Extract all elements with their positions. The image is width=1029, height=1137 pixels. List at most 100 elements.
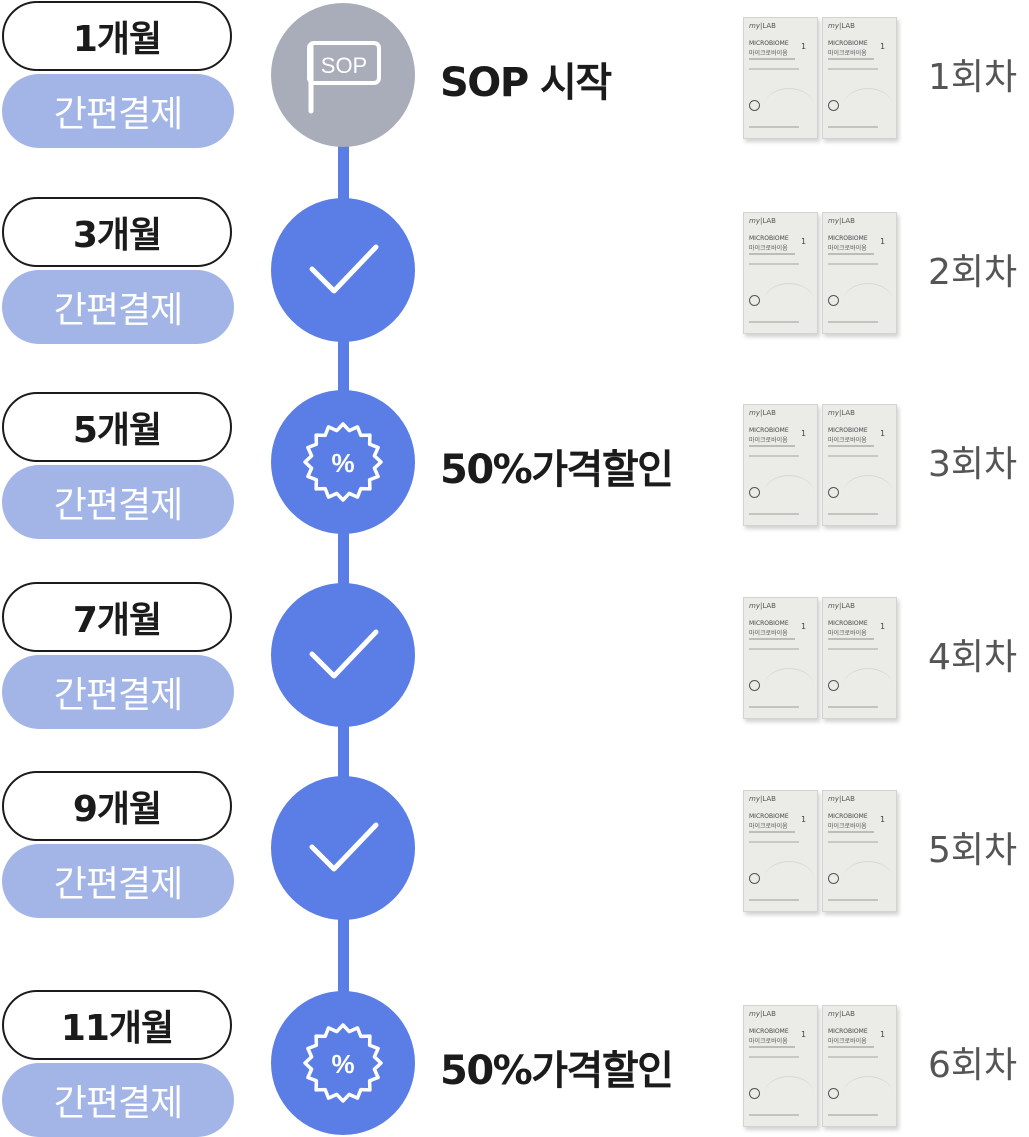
product-fine-print <box>828 831 874 833</box>
product-name-en: MICROBIOME <box>749 40 789 47</box>
product-box: my|LAB MICROBIOME 마이크로바이옴 1 <box>822 404 897 526</box>
product-footer-text <box>749 1114 799 1116</box>
check-icon <box>298 610 388 700</box>
product-name-en: MICROBIOME <box>828 1028 868 1035</box>
product-name-ko: 마이크로바이옴 <box>749 630 788 637</box>
product-name-ko: 마이크로바이옴 <box>749 50 788 57</box>
product-pair: my|LAB MICROBIOME 마이크로바이옴 1 my|LAB MICRO… <box>740 1005 900 1130</box>
easy-payment-pill[interactable]: 간편결제 <box>2 655 234 729</box>
product-name-ko: 마이크로바이옴 <box>828 50 867 57</box>
product-box: my|LAB MICROBIOME 마이크로바이옴 1 <box>822 17 897 139</box>
product-box: my|LAB MICROBIOME 마이크로바이옴 1 <box>743 1005 818 1127</box>
product-fine-print <box>749 253 795 255</box>
product-pair: my|LAB MICROBIOME 마이크로바이옴 1 my|LAB MICRO… <box>740 597 900 722</box>
product-wave-graphic <box>764 1076 814 1113</box>
product-number: 1 <box>801 42 807 51</box>
product-number: 1 <box>801 1030 807 1039</box>
product-name-ko: 마이크로바이옴 <box>828 823 867 830</box>
product-name-ko: 마이크로바이옴 <box>828 1038 867 1045</box>
product-name-ko: 마이크로바이옴 <box>749 1038 788 1045</box>
product-wave-graphic <box>843 668 893 705</box>
product-logo-icon <box>749 487 760 498</box>
easy-payment-pill[interactable]: 간편결제 <box>2 270 234 344</box>
easy-payment-pill[interactable]: 간편결제 <box>2 844 234 918</box>
product-name-en: MICROBIOME <box>828 235 868 242</box>
step-marker <box>271 583 415 727</box>
product-name-en: MICROBIOME <box>749 427 789 434</box>
product-wave-graphic <box>843 283 893 320</box>
product-brand: my|LAB <box>828 795 855 803</box>
product-wave-graphic <box>764 475 814 512</box>
product-name-ko: 마이크로바이옴 <box>749 245 788 252</box>
month-pill: 5개월 <box>2 392 232 462</box>
product-fine-print <box>749 841 799 843</box>
product-brand: my|LAB <box>749 217 776 225</box>
product-fine-print <box>828 841 878 843</box>
product-name-en: MICROBIOME <box>828 427 868 434</box>
product-box: my|LAB MICROBIOME 마이크로바이옴 1 <box>743 404 818 526</box>
month-pill: 9개월 <box>2 771 232 841</box>
product-name-ko: 마이크로바이옴 <box>749 823 788 830</box>
product-fine-print <box>828 58 874 60</box>
product-pair: my|LAB MICROBIOME 마이크로바이옴 1 my|LAB MICRO… <box>740 404 900 529</box>
product-footer-text <box>828 899 878 901</box>
delivery-round-label: 4회차 <box>928 637 1018 678</box>
product-name-ko: 마이크로바이옴 <box>828 630 867 637</box>
product-name-ko: 마이크로바이옴 <box>828 437 867 444</box>
easy-payment-pill[interactable]: 간편결제 <box>2 1063 234 1137</box>
product-fine-print <box>828 445 874 447</box>
product-logo-icon <box>749 295 760 306</box>
product-fine-print <box>828 638 874 640</box>
product-box: my|LAB MICROBIOME 마이크로바이옴 1 <box>743 17 818 139</box>
easy-payment-pill[interactable]: 간편결제 <box>2 465 234 539</box>
product-name-en: MICROBIOME <box>749 813 789 820</box>
product-box: my|LAB MICROBIOME 마이크로바이옴 1 <box>743 212 818 334</box>
product-name-en: MICROBIOME <box>828 813 868 820</box>
easy-payment-pill[interactable]: 간편결제 <box>2 74 234 148</box>
product-brand: my|LAB <box>828 602 855 610</box>
step-event-label: SOP 시작 <box>440 60 612 106</box>
product-fine-print <box>749 1056 799 1058</box>
product-number: 1 <box>880 815 886 824</box>
product-number: 1 <box>801 429 807 438</box>
step-marker <box>271 776 415 920</box>
percent-label: % <box>331 1049 354 1079</box>
product-box: my|LAB MICROBIOME 마이크로바이옴 1 <box>822 597 897 719</box>
product-footer-text <box>828 1114 878 1116</box>
product-footer-text <box>749 126 799 128</box>
delivery-round-label: 1회차 <box>928 57 1018 98</box>
product-name-en: MICROBIOME <box>828 620 868 627</box>
delivery-round-label: 2회차 <box>928 252 1018 293</box>
product-name-ko: 마이크로바이옴 <box>828 245 867 252</box>
product-fine-print <box>749 638 795 640</box>
product-fine-print <box>749 445 795 447</box>
month-pill: 3개월 <box>2 197 232 267</box>
product-pair: my|LAB MICROBIOME 마이크로바이옴 1 my|LAB MICRO… <box>740 790 900 915</box>
sop-badge-label: SOP <box>321 53 367 78</box>
product-brand: my|LAB <box>749 795 776 803</box>
product-brand: my|LAB <box>749 1010 776 1018</box>
product-fine-print <box>828 455 878 457</box>
product-logo-icon <box>749 1088 760 1099</box>
product-box: my|LAB MICROBIOME 마이크로바이옴 1 <box>822 212 897 334</box>
product-logo-icon <box>749 680 760 691</box>
product-box: my|LAB MICROBIOME 마이크로바이옴 1 <box>822 1005 897 1127</box>
product-brand: my|LAB <box>749 409 776 417</box>
product-wave-graphic <box>764 88 814 125</box>
product-footer-text <box>828 706 878 708</box>
product-number: 1 <box>801 622 807 631</box>
product-wave-graphic <box>843 475 893 512</box>
product-fine-print <box>828 1046 874 1048</box>
product-brand: my|LAB <box>749 22 776 30</box>
product-name-en: MICROBIOME <box>749 235 789 242</box>
product-fine-print <box>828 1056 878 1058</box>
step-event-label: 50%가격할인 <box>440 447 674 493</box>
product-logo-icon <box>828 680 839 691</box>
product-fine-print <box>828 68 878 70</box>
product-logo-icon <box>828 873 839 884</box>
product-footer-text <box>828 126 878 128</box>
product-number: 1 <box>880 429 886 438</box>
product-fine-print <box>749 68 799 70</box>
delivery-round-label: 6회차 <box>928 1045 1018 1086</box>
timeline-connector <box>338 75 349 1063</box>
